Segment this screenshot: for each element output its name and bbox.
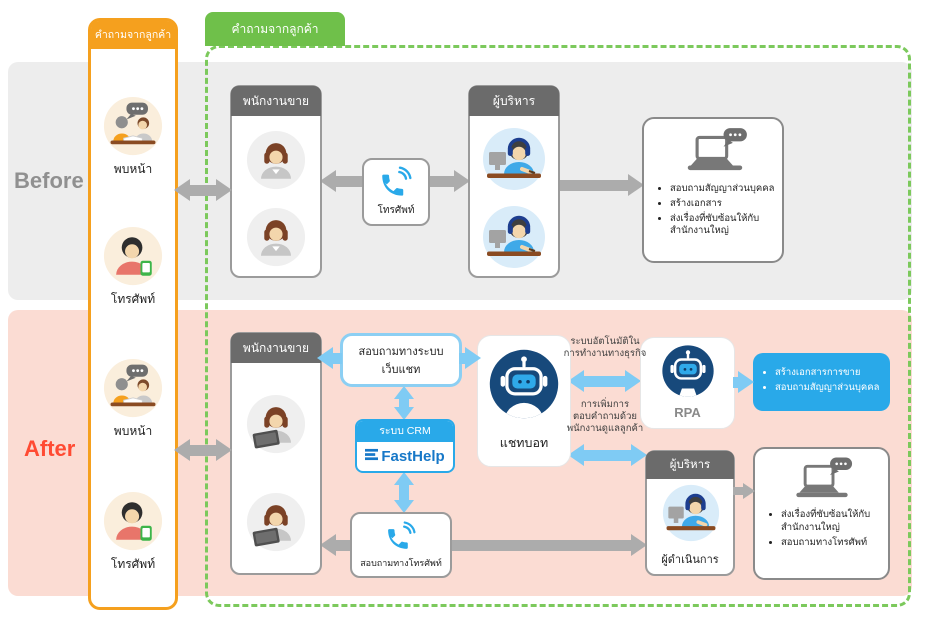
rpa-robot-icon xyxy=(661,344,715,403)
laptop-chat-icon xyxy=(680,127,750,184)
meeting-icon xyxy=(103,96,163,156)
arrow-phone-sales-after xyxy=(320,534,352,556)
arrow-rpa-tasks xyxy=(733,371,754,393)
before-sales-staff-box: พนักงานขาย xyxy=(230,85,322,278)
arrow-webchat-crm xyxy=(394,386,414,420)
after-sales-staff-title: พนักงานขาย xyxy=(231,333,321,363)
before-tasks-box: สอบถามสัญญาส่วนบุคคล สร้างเอกสาร ส่งเรื่… xyxy=(642,117,784,263)
task-item: สอบถามสัญญาส่วนบุคคล xyxy=(775,382,879,395)
task-item: ส่งเรื่องที่ซับซ้อนให้กับสำนักงานใหญ่ xyxy=(781,509,903,535)
chatbot-label: แชทบอท xyxy=(499,436,549,450)
after-manager-title: ผู้บริหาร xyxy=(646,451,734,479)
before-sales-staff-title: พนักงานขาย xyxy=(231,86,321,116)
salesperson-laptop-avatar-icon xyxy=(246,492,306,557)
after-manager-box: ผู้บริหาร ผู้ดำเนินการ xyxy=(645,450,735,576)
arrow-webchat-chatbot xyxy=(459,347,481,369)
phone-icon xyxy=(386,520,416,556)
after-task-list: ส่งเรื่องที่ซับซ้อนให้กับสำนักงานใหญ่ สอ… xyxy=(763,509,907,551)
after-phone-box: สอบถามทางโทรศัพท์ xyxy=(350,512,452,578)
task-item: สร้างเอกสาร xyxy=(670,198,796,211)
customer-column: คำถามจากลูกค้า พบหน้า โทรศัพท์ พบหน้า โท… xyxy=(88,18,178,610)
before-task-list: สอบถามสัญญาส่วนบุคคล สร้างเอกสาร ส่งเรื่… xyxy=(652,183,800,240)
arrow-customers-sales-after xyxy=(174,439,232,461)
customer-column-header: คำถามจากลูกค้า xyxy=(91,21,175,49)
operator-icon xyxy=(482,205,546,274)
green-dashed-boundary xyxy=(205,45,911,607)
before-label: Before xyxy=(14,168,84,193)
chatbot-box: แชทบอท xyxy=(477,335,571,467)
after-sales-staff-box: พนักงานขาย xyxy=(230,332,322,575)
column-item-label: พบหน้า xyxy=(113,424,153,438)
salesperson-avatar-icon xyxy=(246,130,306,195)
phone-person-icon xyxy=(103,491,163,551)
green-customer-questions-tab: คำถามจากลูกค้า xyxy=(205,12,345,46)
after-label: After xyxy=(24,436,76,461)
operator-icon xyxy=(662,484,720,547)
laptop-chat-icon xyxy=(789,457,855,510)
webchat-inquiry-box: สอบถามทางระบบ เว็บแชท xyxy=(340,333,462,387)
task-item: ส่งเรื่องที่ซับซ้อนให้กับสำนักงานใหญ่ xyxy=(670,213,796,239)
arrow-manager-tasks-before xyxy=(558,174,644,196)
task-item: สร้างเอกสารการขาย xyxy=(775,367,879,380)
fasthelp-brand: FastHelp xyxy=(381,448,445,465)
task-item: สอบถามสัญญาส่วนบุคคล xyxy=(670,183,796,196)
column-item-label: พบหน้า xyxy=(113,162,153,176)
arrow-crm-phone xyxy=(394,472,414,513)
manager-arrow-note: การเพิ่มการ ตอบคำถามด้วย พนักงานดูแลลูกค… xyxy=(566,399,644,434)
arrow-customers-sales-before xyxy=(174,179,232,201)
rpa-tasks-box: สร้างเอกสารการขาย สอบถามสัญญาส่วนบุคคล xyxy=(753,353,890,411)
operator-icon xyxy=(482,127,546,196)
phone-icon xyxy=(380,166,412,203)
meeting-icon xyxy=(103,358,163,418)
rpa-arrow-note: ระบบอัตโนมัติใน การทำงานทางธุรกิจ xyxy=(563,336,647,359)
arrow-phone-operator xyxy=(450,534,647,556)
before-phone-label: โทรศัพท์ xyxy=(377,205,415,216)
chatbot-robot-icon xyxy=(488,348,560,425)
crm-fasthelp-box: ระบบ CRM FastHelp xyxy=(355,419,455,473)
operator-label: ผู้ดำเนินการ xyxy=(661,554,719,566)
before-manager-box: ผู้บริหาร xyxy=(468,85,560,278)
column-item-label: โทรศัพท์ xyxy=(110,557,156,571)
rpa-task-list: สร้างเอกสารการขาย สอบถามสัญญาส่วนบุคคล xyxy=(753,367,883,397)
arrow-chatbot-manager xyxy=(568,444,647,466)
column-item-label: โทรศัพท์ xyxy=(110,292,156,306)
arrow-chatbot-rpa xyxy=(568,370,641,392)
arrow-webchat-sales xyxy=(317,347,342,369)
phone-person-icon xyxy=(103,226,163,286)
salesperson-laptop-avatar-icon xyxy=(246,394,306,459)
task-item: สอบถามทางโทรศัพท์ xyxy=(781,537,903,550)
crm-header: ระบบ CRM xyxy=(357,421,453,442)
after-phone-label: สอบถามทางโทรศัพท์ xyxy=(360,557,442,568)
before-phone-box: โทรศัพท์ xyxy=(362,158,430,226)
rpa-label: RPA xyxy=(674,405,701,420)
fasthelp-logo-icon xyxy=(365,448,379,466)
before-manager-title: ผู้บริหาร xyxy=(469,86,559,116)
after-tasks-box: ส่งเรื่องที่ซับซ้อนให้กับสำนักงานใหญ่ สอ… xyxy=(753,447,890,580)
salesperson-avatar-icon xyxy=(246,207,306,272)
arrow-manager-tasks-after xyxy=(733,483,755,499)
rpa-box: RPA xyxy=(640,337,735,429)
